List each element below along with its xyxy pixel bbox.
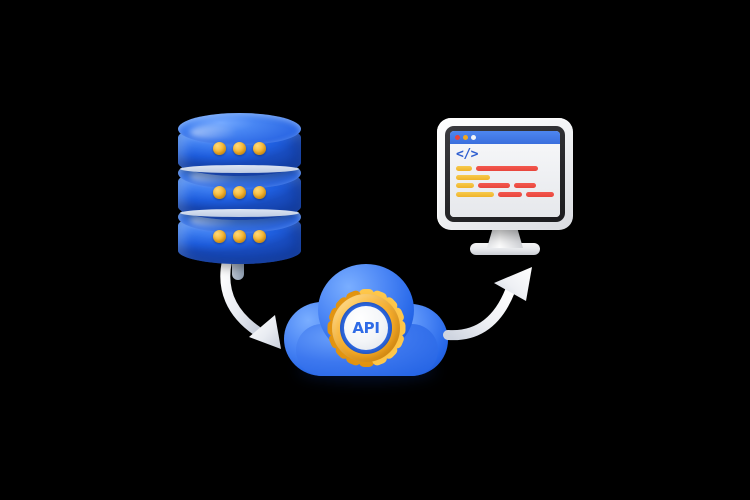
- database-dot: [213, 142, 226, 155]
- database-seam: [180, 209, 299, 217]
- code-segment-amber: [456, 174, 490, 180]
- close-dot: [455, 135, 460, 140]
- arrow-right-shaft: [443, 286, 515, 341]
- code-line: [456, 183, 554, 188]
- minimize-dot: [463, 135, 468, 140]
- window-titlebar: [450, 131, 560, 144]
- maximize-dot: [471, 135, 476, 140]
- database-dot: [213, 230, 226, 243]
- database-dots-top: [178, 142, 301, 155]
- monitor-bezel: </>: [445, 126, 565, 222]
- gear-icon: API: [326, 288, 406, 368]
- code-segment-amber: [456, 166, 472, 171]
- code-segment-amber: [456, 191, 494, 197]
- monitor-neck: [487, 228, 523, 248]
- code-segment-amber: [456, 183, 474, 188]
- database-dot: [213, 186, 226, 199]
- database-dot: [233, 186, 246, 199]
- arrow-right-head: [494, 267, 532, 301]
- monitor-icon: </>: [430, 110, 580, 255]
- arrow-database-to-api: [220, 256, 281, 349]
- code-line: [456, 191, 554, 197]
- database-dots-bottom: [178, 230, 301, 243]
- arrow-api-to-monitor: [443, 267, 532, 341]
- database-dot: [253, 186, 266, 199]
- database-icon: [170, 110, 310, 280]
- database-dot: [253, 230, 266, 243]
- code-segment-red: [525, 191, 554, 197]
- database-dot: [233, 230, 246, 243]
- code-segment-red: [476, 166, 538, 171]
- code-segment-red: [514, 183, 536, 188]
- monitor-frame: </>: [437, 118, 573, 230]
- cloud-gear-icon: API: [282, 258, 452, 388]
- code-tag-icon: </>: [456, 147, 478, 162]
- database-seam: [180, 165, 299, 173]
- code-line: [456, 166, 554, 171]
- code-line-list: [456, 166, 554, 200]
- code-line: [456, 174, 554, 180]
- code-area: </>: [450, 144, 560, 217]
- monitor-screen: </>: [450, 131, 560, 217]
- arrow-left-shaft: [220, 256, 262, 336]
- api-label: API: [352, 319, 380, 337]
- code-segment-red: [478, 183, 510, 188]
- monitor-base: [470, 243, 540, 255]
- code-segment-red: [497, 191, 522, 197]
- database-dot: [253, 142, 266, 155]
- arrow-left-head: [249, 315, 281, 349]
- database-dot: [233, 142, 246, 155]
- gear-hub: API: [344, 306, 388, 350]
- database-dots-middle: [178, 186, 301, 199]
- database-disc-bottom: [178, 201, 301, 264]
